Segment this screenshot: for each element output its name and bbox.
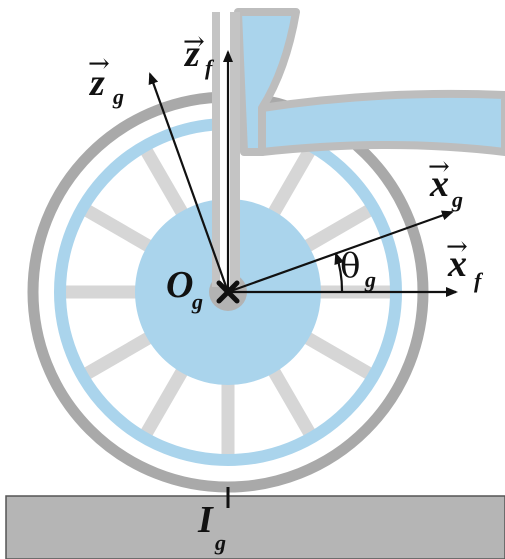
svg-text:g: g [364,267,376,292]
vector-arrow-icon: → [428,152,450,182]
vector-arrow-icon: → [183,27,205,57]
svg-text:O: O [166,264,193,306]
svg-text:z: z [183,33,200,75]
frame-beam [258,89,505,156]
svg-text:f: f [205,55,215,80]
vector-arrow-icon: → [446,232,468,262]
svg-text:g: g [112,84,124,109]
label-x-f: → x f [446,232,484,293]
theta-arc [334,252,344,293]
svg-text:x: x [429,163,449,205]
svg-text:x: x [447,243,467,285]
svg-text:g: g [191,289,203,314]
origin-marker [216,280,240,304]
label-origin: O g [166,264,203,314]
x-g-axis [227,210,454,294]
z-g-axis [148,72,230,293]
fork-leg-grey-highlight [220,12,230,287]
label-x-g: → x g [428,152,463,212]
svg-text:θ: θ [340,246,360,286]
label-z-f: → z f [183,27,215,80]
svg-text:I: I [197,499,214,541]
svg-text:z: z [88,62,105,104]
vector-arrow-icon: → [88,49,110,79]
coordinate-axes [148,50,458,297]
svg-text:g: g [451,187,463,212]
svg-text:g: g [214,530,226,555]
label-contact: I g [197,499,226,555]
fork-leg-blue [234,8,300,156]
label-z-g: → z g [88,49,124,109]
ground-surface [5,495,505,559]
label-theta-g: θ g [340,246,376,292]
svg-text:f: f [474,268,484,293]
